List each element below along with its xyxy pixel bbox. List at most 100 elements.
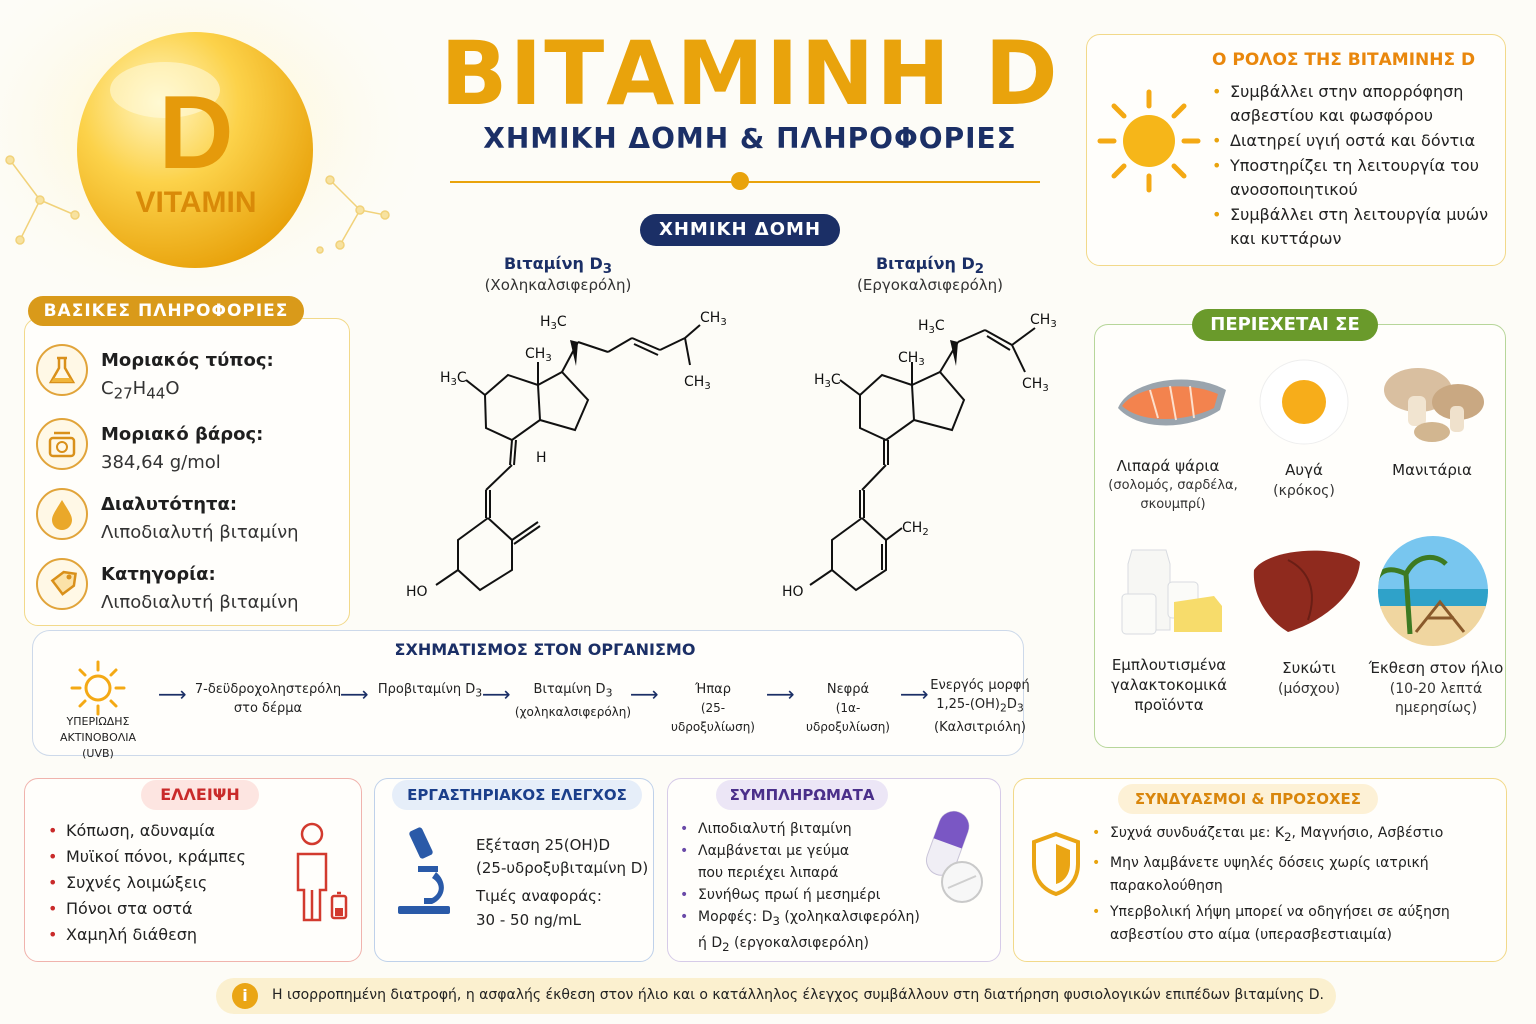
formula-label: Μοριακός τύπος: (101, 350, 274, 371)
category-label: Κατηγορία: (101, 564, 216, 585)
food-sub: (μόσχου) (1277, 681, 1341, 697)
d2-common-name: (Εργοκαλσιφερόλη) (856, 276, 1004, 294)
d3-ch3-right: CH3 (684, 374, 711, 392)
tag-icon (36, 558, 88, 610)
d2-name: Βιταμίνη D2 (875, 254, 985, 278)
arrow-icon: ⟶ (482, 682, 511, 706)
arrow-icon: ⟶ (900, 682, 929, 706)
combination-item: Υπερβολική λήψη μπορεί να οδηγήσει σε αύ… (1092, 901, 1502, 947)
logo-word: VITAMIN (135, 186, 256, 219)
role-item: Διατηρεί υγιή οστά και δόντια (1212, 129, 1502, 153)
supplements-list: Λιποδιαλυτή βιταμίνη Λαμβάνεται με γεύμα… (680, 818, 930, 958)
logo-letter: D (158, 75, 233, 191)
deficiency-title: ΕΛΛΕΙΨΗ (141, 780, 259, 810)
microscope-icon (398, 827, 450, 914)
deficiency-item: Συχνές λοιμώξεις (48, 870, 278, 896)
supplement-item: Συνήθως πρωί ή μεσημέρι (680, 884, 930, 906)
role-item: Συμβάλλει στη λειτουργία μυών και κυττάρ… (1212, 203, 1502, 251)
role-item: Συμβάλλει στην απορρόφηση ασβεστίου και … (1212, 80, 1502, 128)
uv-sun-icon (70, 660, 126, 716)
deficiency-item: Χαμηλή διάθεση (48, 922, 278, 948)
food-name: Συκώτι (1282, 659, 1336, 677)
food-sub: (σολομός, σαρδέλα, σκουμπρί) (1108, 478, 1238, 512)
arrow-icon: ⟶ (340, 682, 369, 706)
arrow-icon: ⟶ (766, 682, 795, 706)
mushroom-image (1384, 368, 1484, 442)
supplements-title: ΣΥΜΠΛΗΡΩΜΑΤΑ (716, 780, 888, 810)
food-name: Αυγά (1285, 461, 1323, 479)
sun-icon (1097, 89, 1201, 193)
step-vitamin-d3: Βιταμίνη D3(χοληκαλσιφερόλη) (514, 682, 632, 719)
sources-title: ΠΕΡΙΕΧΕΤΑΙ ΣΕ (1192, 309, 1378, 341)
chem-structure-title: ΧΗΜΙΚΗ ΔΟΜΗ (640, 214, 840, 246)
lab-test-name: Εξέταση 25(OH)D (476, 836, 611, 854)
arrow-icon: ⟶ (158, 682, 187, 706)
d3-structure: H3C CH3 CH3 CH3 H3C H HO (406, 310, 727, 600)
d2-h3c-ring: H3C (814, 372, 841, 390)
liver-image (1253, 550, 1360, 632)
food-sub: (κρόκος) (1273, 483, 1335, 499)
d2-ch3-top: CH3 (1030, 312, 1057, 330)
info-icon: i (232, 983, 258, 1009)
page-subtitle: ΧΗΜΙΚΗ ΔΟΜΗ & ΠΛΗΡΟΦΟΡΙΕΣ (483, 122, 1017, 155)
molecule-decoration (5, 155, 390, 254)
salmon-image (1118, 379, 1226, 426)
role-list: Συμβάλλει στην απορρόφηση ασβεστίου και … (1212, 80, 1502, 252)
supplement-item: Λαμβάνεται με γεύμα που περιέχει λιπαρά (680, 840, 850, 884)
step-kidneys: Νεφρά(1α-υδροξυλίωση) (806, 682, 890, 734)
info-note (216, 978, 1336, 1014)
weight-label: Μοριακό βάρος: (101, 424, 264, 445)
d3-h-label: H (536, 450, 547, 466)
uv-label: ΥΠΕΡΙΩΔΗΣ ΑΚΤΙΝΟΒΟΛΙΑ (UVB) (59, 715, 137, 760)
d3-common-name: (Χοληκαλσιφερόλη) (484, 276, 632, 294)
lab-title: ΕΡΓΑΣΤΗΡΙΑΚΟΣ ΕΛΕΓΧΟΣ (392, 780, 642, 810)
pills-icon (925, 810, 983, 903)
step-liver: Ήπαρ(25-υδροξυλίωση) (671, 682, 755, 734)
dairy-image (1121, 549, 1222, 635)
combinations-title: ΣΥΝΔΥΑΣΜΟΙ & ΠΡΟΣΟΧΕΣ (1118, 784, 1378, 814)
arrow-icon: ⟶ (630, 682, 659, 706)
d2-ch3-right: CH3 (1022, 376, 1049, 394)
page-title: ΒΙΤΑΜΙΝΗ D (440, 22, 1060, 125)
title-divider-dot (731, 172, 749, 190)
d3-h3c-ring: H3C (440, 370, 467, 388)
lab-reference-value: 30 - 50 ng/mL (476, 911, 581, 929)
shield-icon (1032, 831, 1080, 897)
food-sub: (10-20 λεπτά ημερησίως) (1389, 681, 1483, 716)
food-name: Λιπαρά ψάρια (1116, 457, 1220, 475)
d3-ch3-top: CH3 (700, 310, 727, 328)
vitamin-d-logo: D VITAMIN (77, 32, 313, 268)
drop-icon (36, 488, 88, 540)
deficiency-item: Κόπωση, αδυναμία (48, 818, 278, 844)
flask-icon (36, 344, 88, 396)
step-provitamin: Προβιταμίνη D3 (377, 682, 483, 700)
d2-ch3-ring: CH3 (898, 350, 925, 368)
d3-ch3-ring: CH3 (525, 346, 552, 364)
d3-ho-label: HO (406, 584, 428, 600)
role-item: Υποστηρίζει τη λειτουργία του ανοσοποιητ… (1212, 154, 1502, 202)
deficiency-item: Πόνοι στα οστά (48, 896, 278, 922)
lab-test-full: (25-υδροξυβιταμίνη D) (476, 859, 649, 877)
lab-reference-label: Τιμές αναφοράς: (476, 887, 602, 905)
d2-hc-label: H3C (918, 318, 945, 336)
d2-structure: H3C CH3 CH3 CH3 H3C CH2 HO (782, 312, 1057, 600)
formation-card (32, 630, 1024, 756)
info-note-text: Η ισορροπημένη διατροφή, η ασφαλής έκθεσ… (272, 987, 1324, 1003)
deficiency-list: Κόπωση, αδυναμία Μυϊκοί πόνοι, κράμπες Σ… (48, 818, 278, 948)
d3-name: Βιταμίνη D3 (503, 254, 613, 278)
formula-value: C27H44O (101, 378, 180, 403)
combinations-list: Συχνά συνδυάζεται με: K2, Μαγνήσιο, Ασβέ… (1092, 822, 1502, 950)
combination-item: Συχνά συνδυάζεται με: K2, Μαγνήσιο, Ασβέ… (1092, 822, 1502, 849)
supplement-item: Μορφές: D3 (χοληκαλσιφερόλη)ή D2 (εργοκα… (680, 906, 930, 958)
role-title: Ο ΡΟΛΟΣ ΤΗΣ ΒΙΤΑΜΙΝΗΣ D (1212, 50, 1476, 70)
scale-icon (36, 418, 88, 470)
d3-hc-label: H3C (540, 314, 567, 332)
d2-ho-label: HO (782, 584, 804, 600)
egg-image (1259, 359, 1349, 445)
d2-ch2-label: CH2 (902, 520, 929, 538)
food-name: Έκθεση στον ήλιο (1368, 659, 1504, 677)
category-value: Λιποδιαλυτή βιταμίνη (101, 592, 299, 613)
supplement-item: Λιποδιαλυτή βιταμίνη (680, 818, 930, 840)
